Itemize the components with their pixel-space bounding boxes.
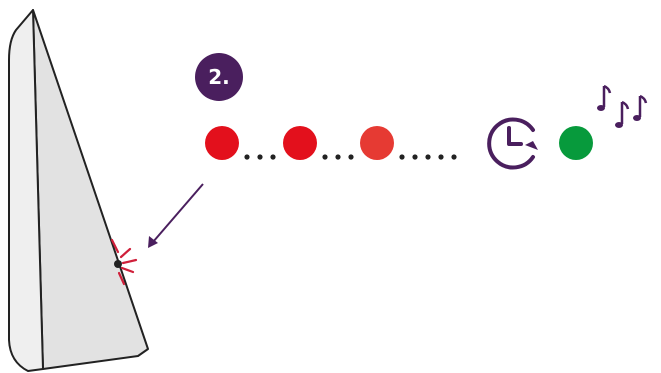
device-side-edge (8, 9, 44, 372)
device (8, 9, 149, 372)
step-number: 2. (208, 65, 230, 89)
red-blink-dot (360, 126, 394, 160)
red-blink-dot (205, 126, 239, 160)
led-dot (114, 260, 122, 268)
pause-dots (244, 154, 457, 160)
blink-rays (110, 238, 138, 286)
music-notes-icon (597, 84, 648, 128)
red-blink-dot (283, 126, 317, 160)
led-indicator (110, 238, 138, 286)
green-confirm-dot (559, 126, 593, 160)
device-front-panel (32, 9, 149, 370)
clock-timer-icon (487, 117, 538, 170)
pointer-arrow (148, 183, 204, 248)
blink-sequence (205, 84, 648, 170)
step-number-badge: 2. (195, 53, 243, 101)
